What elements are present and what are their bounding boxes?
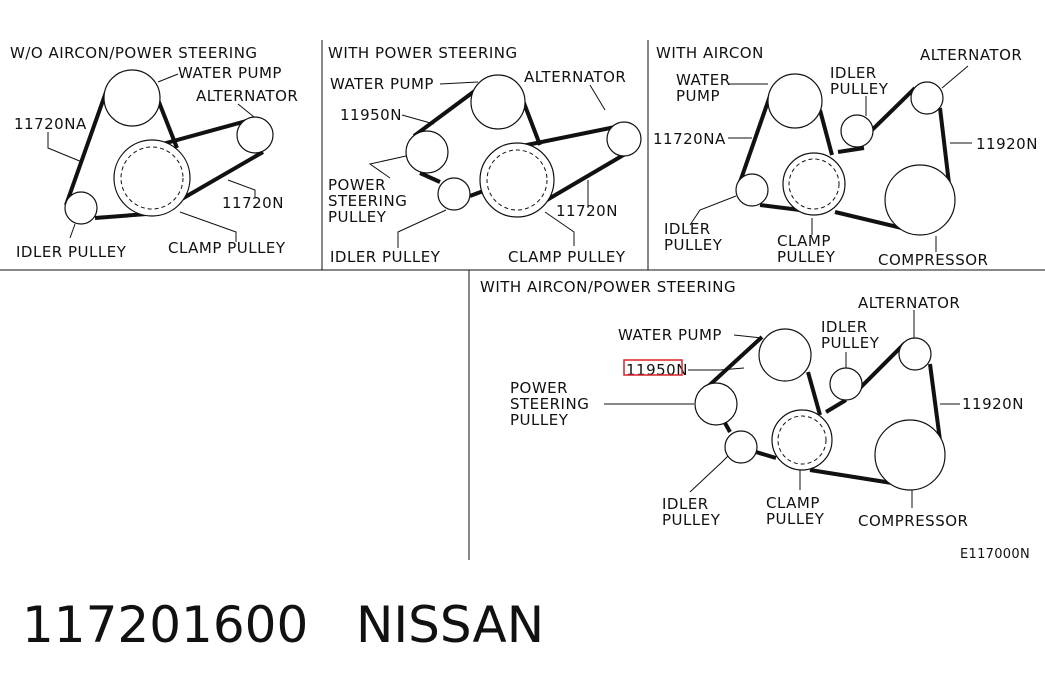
alternator-pulley <box>898 337 932 371</box>
belt-routing-diagram: W/O AIRCON/POWER STEERING WATER PUMP ALT… <box>0 40 1045 562</box>
label-ps-1: POWER <box>510 379 568 397</box>
panel-title: WITH POWER STEERING <box>328 44 518 62</box>
label-ps-pulley-1: POWER <box>328 176 386 194</box>
label-water-pump: WATER PUMP <box>618 326 722 344</box>
label-ps-pulley-3: PULLEY <box>328 208 387 226</box>
belt-11720na <box>738 89 865 212</box>
highlight-box <box>623 359 683 376</box>
label-clamp-1: CLAMP <box>777 232 831 250</box>
idler-pulley <box>64 191 98 225</box>
power-steering-pulley <box>405 130 449 174</box>
label-water-pump: WATER PUMP <box>330 75 434 93</box>
idler-pulley <box>829 367 863 401</box>
water-pump-pulley <box>470 74 526 130</box>
clamp-pulley <box>771 409 833 471</box>
panel-with-power-steering: WITH POWER STEERING WATER PUMP ALTERNATO… <box>328 44 642 266</box>
label-water-1: WATER <box>676 71 731 89</box>
clamp-pulley-groove <box>120 146 184 210</box>
label-belt-11950n: 11950N <box>340 106 402 124</box>
label-ps-pulley-2: STEERING <box>328 192 407 210</box>
brand-name: NISSAN <box>356 596 545 654</box>
clamp-pulley <box>113 139 191 217</box>
label-alternator: ALTERNATOR <box>196 87 298 105</box>
water-pump-pulley <box>767 73 823 129</box>
label-alternator: ALTERNATOR <box>524 68 626 86</box>
label-ps-3: PULLEY <box>510 411 569 429</box>
panel-title: WITH AIRCON/POWER STEERING <box>480 278 736 296</box>
label-belt-11950n: 11950N <box>626 361 688 379</box>
label-clamp-2: PULLEY <box>766 510 825 528</box>
clamp-pulley-groove <box>777 415 827 465</box>
panel-title: W/O AIRCON/POWER STEERING <box>10 44 258 62</box>
part-number: 117201600 <box>22 596 309 654</box>
label-water-2: PUMP <box>676 87 720 105</box>
panel-with-aircon: WITH AIRCON WATER PUMP I <box>653 44 1038 269</box>
panel-without-aircon-power-steering: W/O AIRCON/POWER STEERING WATER PUMP ALT… <box>10 44 298 261</box>
water-pump-pulley <box>758 328 812 382</box>
idler-pulley-lower <box>724 430 758 464</box>
alternator-pulley <box>236 116 274 154</box>
panel-frame <box>0 40 1045 560</box>
clamp-pulley-groove <box>788 158 840 210</box>
label-idler-pulley: IDLER PULLEY <box>16 243 127 261</box>
label-belt-11720na: 11720NA <box>14 115 87 133</box>
idler-pulley <box>840 114 874 148</box>
label-idler-b-2: PULLEY <box>664 236 723 254</box>
clamp-pulley-groove <box>486 149 548 211</box>
label-belt-11720na: 11720NA <box>653 130 726 148</box>
label-idler-b-1: IDLER <box>662 495 709 513</box>
alternator-pulley <box>910 81 944 115</box>
label-belt-11720n: 11720N <box>222 194 284 212</box>
label-alternator: ALTERNATOR <box>858 294 960 312</box>
water-pump-pulley <box>103 69 161 127</box>
label-idler-b-2: PULLEY <box>662 511 721 529</box>
label-idler-b-1: IDLER <box>664 220 711 238</box>
label-water-pump: WATER PUMP <box>178 64 282 82</box>
label-belt-11920n: 11920N <box>962 395 1024 413</box>
label-idler-2: PULLEY <box>830 80 889 98</box>
label-compressor: COMPRESSOR <box>858 512 968 530</box>
power-steering-pulley <box>694 382 738 426</box>
panel-with-aircon-power-steering: WITH AIRCON/POWER STEERING <box>480 278 1024 530</box>
idler-pulley-lower <box>735 173 769 207</box>
label-clamp-2: PULLEY <box>777 248 836 266</box>
label-idler-2: PULLEY <box>821 334 880 352</box>
figure-code: E117000N <box>960 547 1030 562</box>
label-clamp-1: CLAMP <box>766 494 820 512</box>
alternator-pulley <box>606 121 642 157</box>
belt-11920n <box>809 341 943 485</box>
clamp-pulley <box>479 142 555 218</box>
label-idler-1: IDLER <box>821 318 868 336</box>
compressor-pulley <box>874 419 946 491</box>
label-clamp-pulley: CLAMP PULLEY <box>168 239 286 257</box>
label-belt-11920n: 11920N <box>976 135 1038 153</box>
label-ps-2: STEERING <box>510 395 589 413</box>
label-clamp-pulley: CLAMP PULLEY <box>508 248 626 266</box>
idler-pulley <box>437 177 471 211</box>
part-footer: 117201600 NISSAN <box>22 596 544 654</box>
panel-title: WITH AIRCON <box>656 44 764 62</box>
label-belt-11720n: 11720N <box>556 202 618 220</box>
label-idler-pulley: IDLER PULLEY <box>330 248 441 266</box>
label-compressor: COMPRESSOR <box>878 251 988 269</box>
label-alternator: ALTERNATOR <box>920 46 1022 64</box>
clamp-pulley <box>782 152 846 216</box>
label-idler-1: IDLER <box>830 64 877 82</box>
compressor-pulley <box>884 164 956 236</box>
